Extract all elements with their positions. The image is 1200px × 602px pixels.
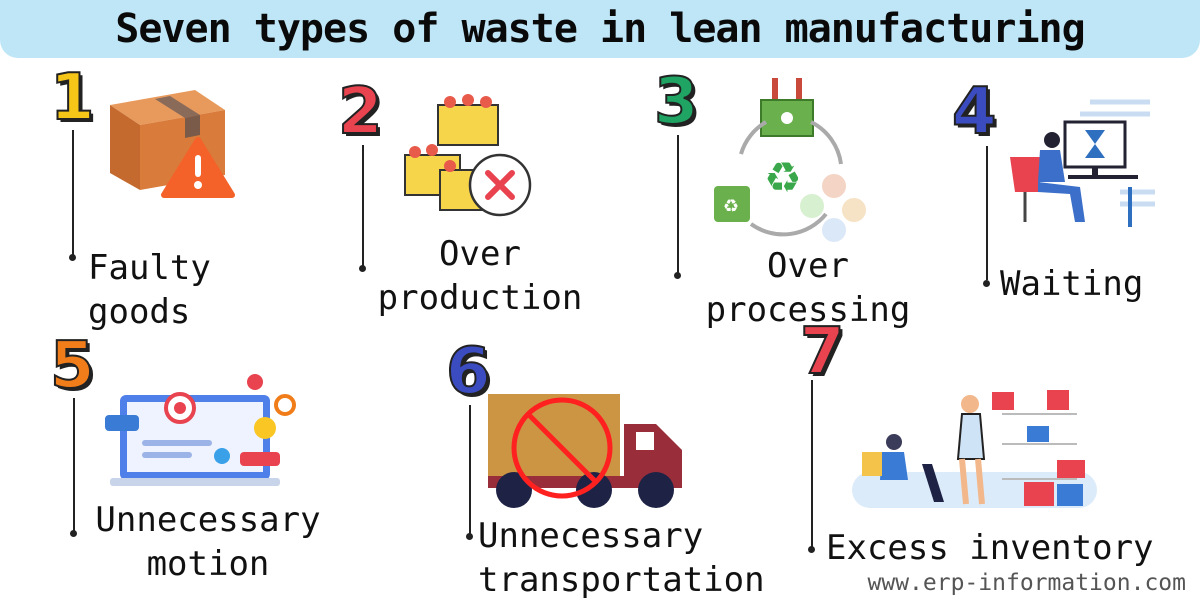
label-waiting: Waiting	[1000, 264, 1144, 304]
connector-line-3	[677, 135, 679, 273]
connector-line-5	[73, 398, 75, 532]
number-5: 5	[49, 329, 96, 403]
connector-dot-3	[674, 272, 681, 279]
crates-cross-icon	[404, 94, 532, 217]
title-banner: Seven types of waste in lean manufacturi…	[0, 0, 1200, 58]
footer-url: www.erp-information.com	[867, 570, 1187, 596]
svg-text:♻: ♻	[764, 153, 802, 202]
connector-dot-1	[69, 254, 76, 261]
warehouse-inventory-icon	[852, 390, 1097, 508]
connector-line-4	[986, 146, 988, 280]
connector-dot-2	[359, 265, 366, 272]
page-title: Seven types of waste in lean manufacturi…	[115, 6, 1085, 52]
number-4: 4	[951, 75, 998, 149]
connector-dot-7	[808, 546, 815, 553]
connector-dot-4	[983, 280, 990, 287]
factory-recycle-icon: ♻ ♻	[714, 78, 866, 242]
truck-prohibited-icon	[488, 394, 682, 508]
damaged-box-icon	[110, 90, 235, 198]
connector-line-1	[72, 130, 74, 258]
svg-text:♻: ♻	[723, 196, 739, 217]
number-1: 1	[49, 61, 96, 135]
connector-line-2	[362, 145, 364, 267]
number-6: 6	[445, 335, 492, 409]
connector-dot-6	[466, 533, 473, 540]
label-excess-inventory: Excess inventory	[826, 528, 1154, 568]
number-3: 3	[653, 65, 700, 139]
person-waiting-hourglass-icon	[1010, 99, 1155, 227]
number-2: 2	[337, 75, 384, 149]
number-7: 7	[799, 315, 846, 389]
laptop-dashboard-icon	[105, 374, 296, 486]
connector-dot-5	[70, 530, 77, 537]
connector-line-7	[811, 380, 813, 548]
connector-line-6	[469, 405, 471, 535]
